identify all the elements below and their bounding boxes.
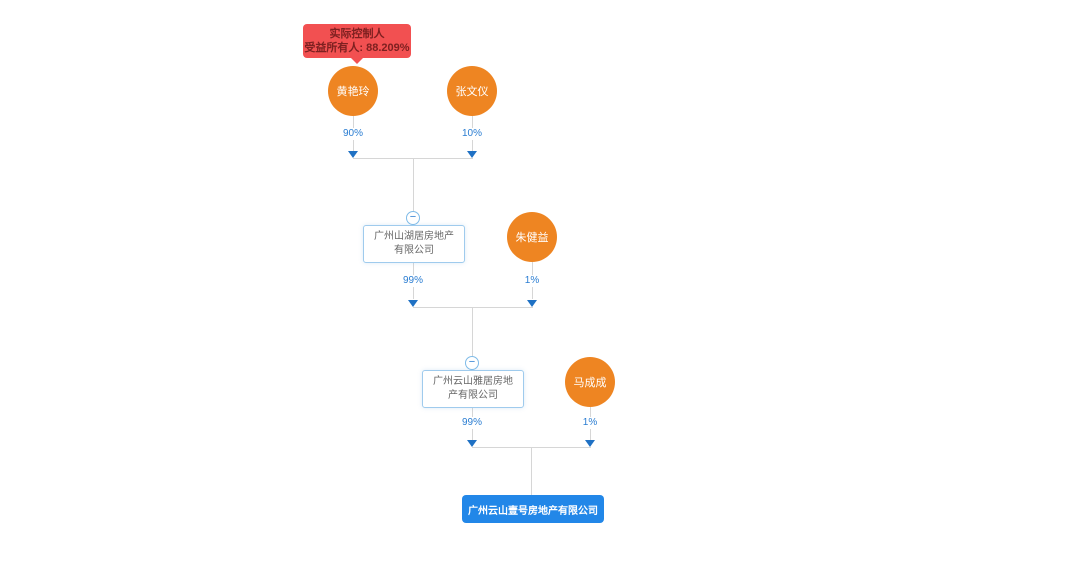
person-name: 朱健益 — [515, 232, 549, 244]
arrow-down-icon — [408, 300, 418, 307]
company-node-yunshanyihao[interactable]: 广州云山壹号房地产有限公司 — [462, 495, 604, 523]
company-node-shanhuju[interactable]: 广州山湖居房地产有限公司 — [363, 225, 465, 263]
arrow-down-icon — [527, 300, 537, 307]
company-node-yunshanyaju[interactable]: 广州云山雅居房地产有限公司 — [422, 370, 524, 408]
actual-controller-badge: 实际控制人 受益所有人: 88.209% — [303, 24, 411, 64]
person-node-zhangwenyi[interactable]: 张文仪 — [447, 66, 497, 116]
ownership-percentage-label: 99% — [395, 275, 431, 287]
collapse-icon[interactable]: − — [465, 356, 479, 370]
person-node-machengcheng[interactable]: 马成成 — [565, 357, 615, 407]
ownership-percentage-label: 1% — [514, 275, 550, 287]
ownership-percentage-label: 90% — [335, 128, 371, 140]
person-name: 张文仪 — [455, 86, 489, 98]
arrow-down-icon — [348, 151, 358, 158]
actual-controller-title: 实际控制人 — [329, 28, 385, 40]
person-node-zhujianyi[interactable]: 朱健益 — [507, 212, 557, 262]
arrow-down-icon — [585, 440, 595, 447]
arrow-down-icon — [467, 440, 477, 447]
ownership-percentage-label: 99% — [454, 417, 490, 429]
company-name: 广州云山壹号房地产有限公司 — [468, 505, 598, 517]
connector-line — [472, 307, 473, 363]
person-node-huangyanling[interactable]: 黄艳玲 — [328, 66, 378, 116]
connector-line — [413, 158, 414, 218]
ownership-percentage-label: 10% — [454, 128, 490, 140]
connector-line — [413, 307, 533, 308]
person-name: 黄艳玲 — [336, 86, 370, 98]
connector-line — [531, 447, 532, 495]
beneficial-owner-percentage: 受益所有人: 88.209% — [304, 42, 410, 54]
ownership-percentage-label: 1% — [572, 417, 608, 429]
person-name: 马成成 — [573, 377, 607, 389]
arrow-down-icon — [467, 151, 477, 158]
collapse-icon[interactable]: − — [406, 211, 420, 225]
company-name: 广州云山雅居房地产有限公司 — [433, 376, 513, 401]
badge-pointer-icon — [351, 58, 363, 64]
company-name: 广州山湖居房地产有限公司 — [374, 231, 454, 256]
